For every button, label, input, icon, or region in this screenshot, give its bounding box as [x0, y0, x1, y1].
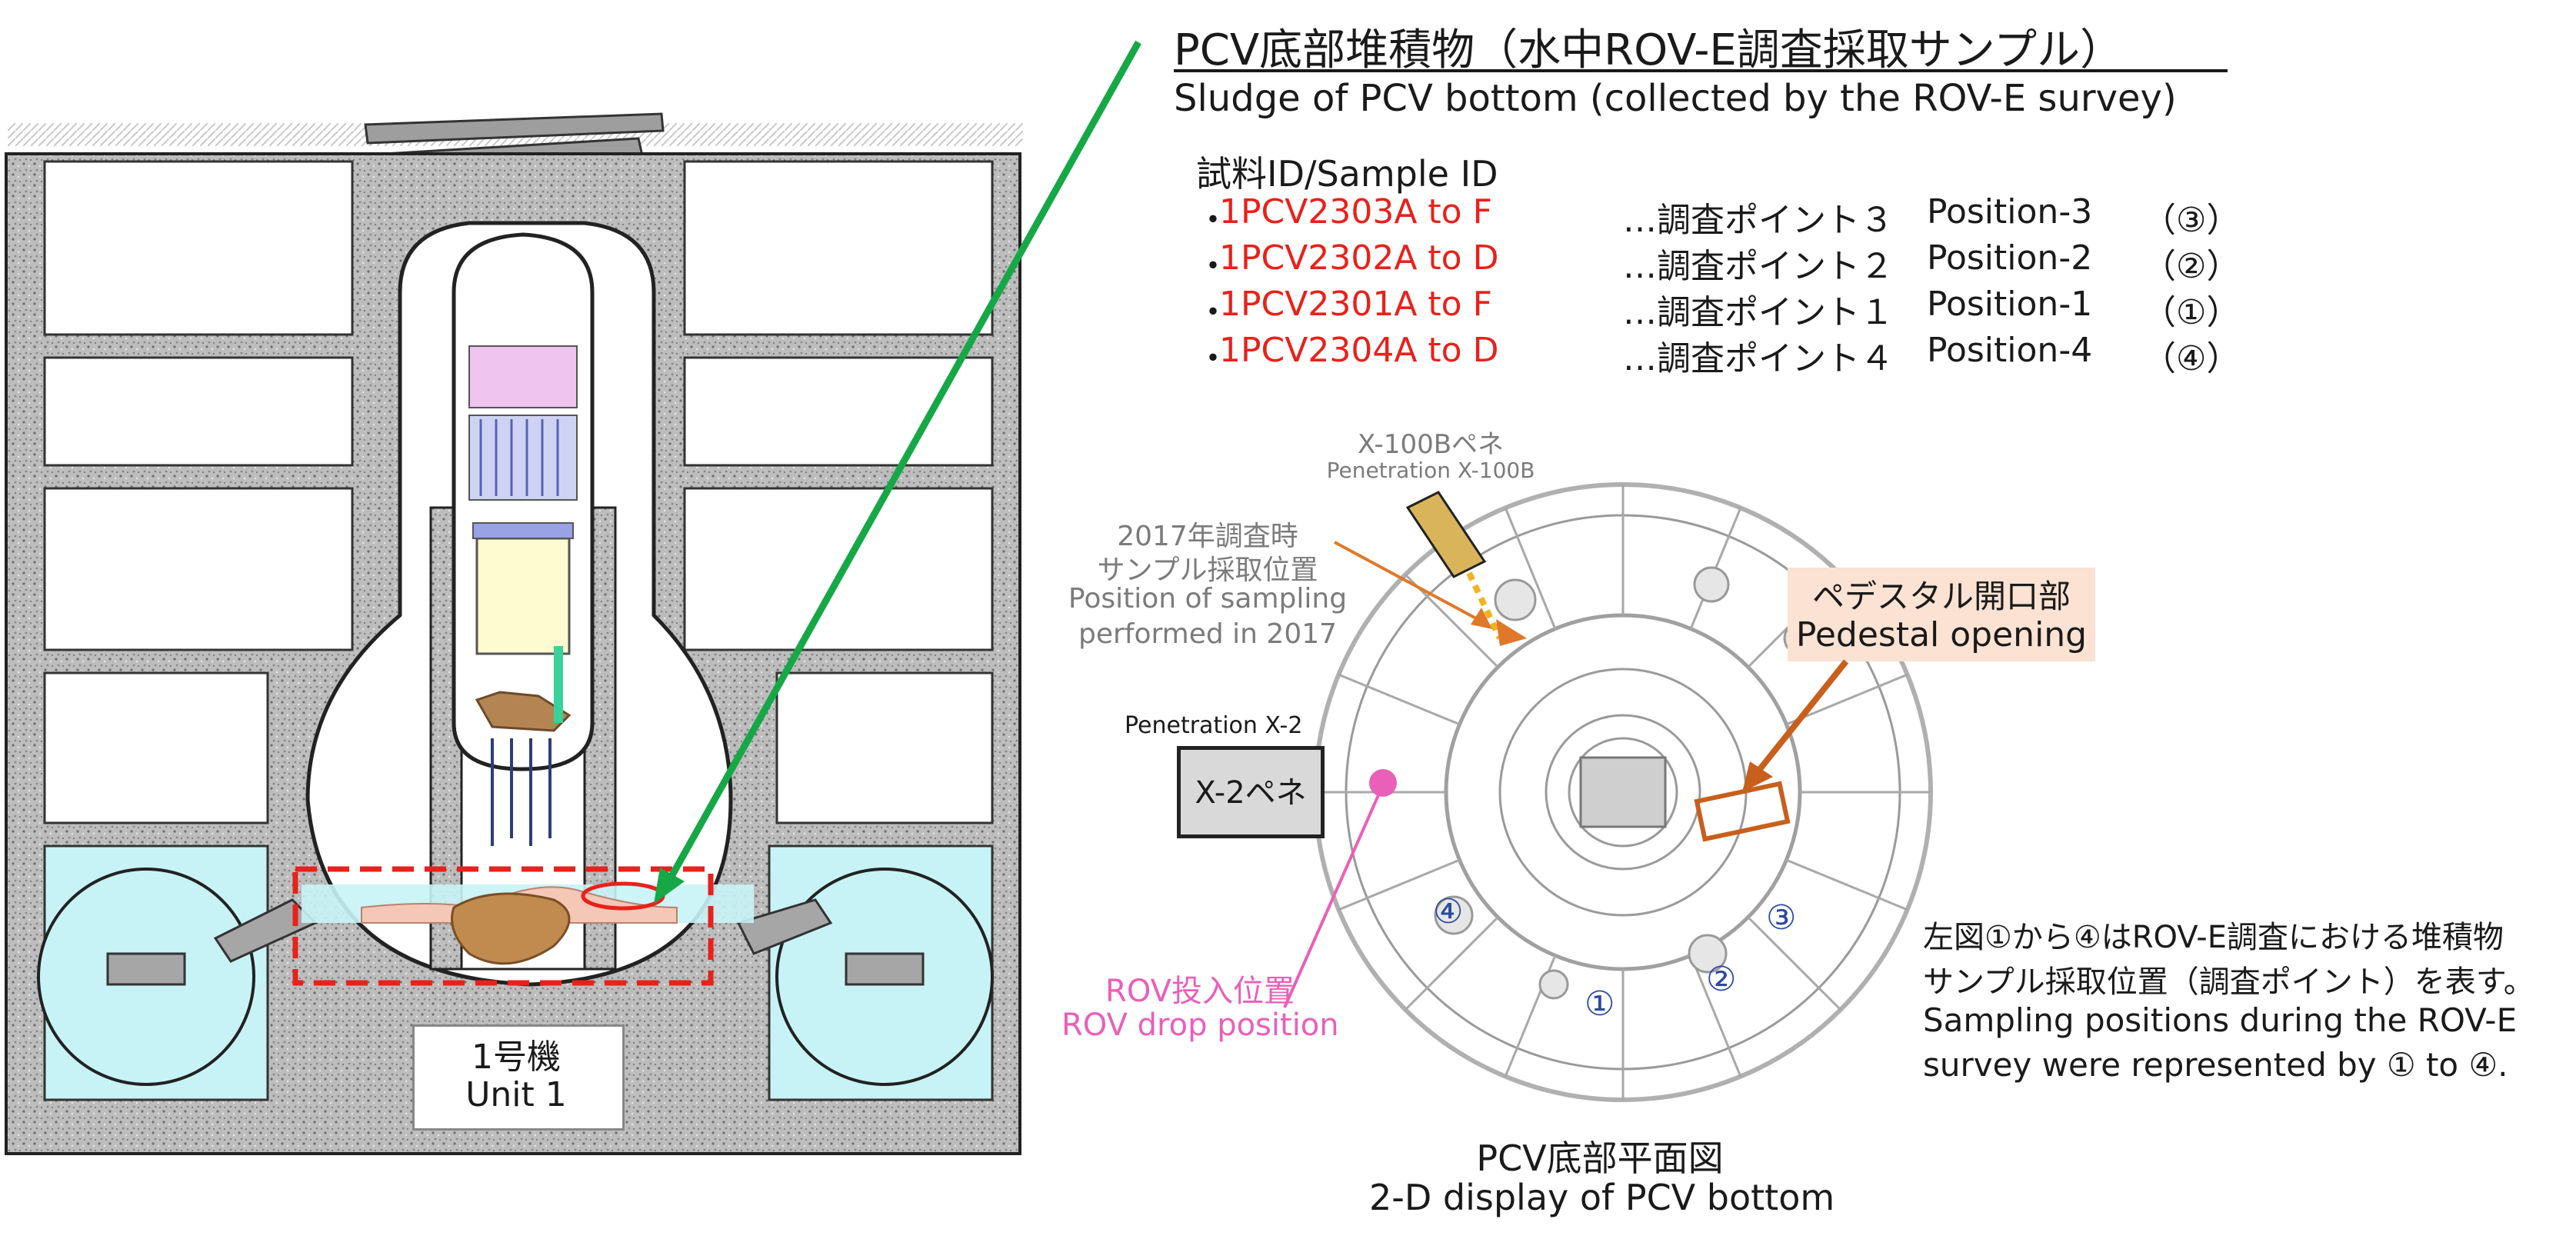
survey-zone: [292, 866, 714, 986]
x2-label: Penetration X-2: [1125, 712, 1303, 739]
sample-point: …調査ポイント３: [1623, 201, 1894, 240]
x100b-penetration-pipe: [1405, 491, 1527, 646]
position-marker-3: ③: [1766, 898, 1797, 938]
x2-penetration-box: [1177, 746, 1325, 838]
sample-point: …調査ポイント４: [1623, 339, 1894, 378]
pedestal-opening-box: [1788, 568, 2095, 661]
pedestal-opening-en: Pedestal opening: [1795, 615, 2088, 654]
note-jp2: サンプル採取位置（調査ポイント）を表す。: [1923, 964, 2534, 1000]
sample2017-jp1: 2017年調査時: [1117, 521, 1298, 552]
x2-box-label: X-2ペネ: [1195, 775, 1307, 811]
sample-mark: （①）: [2142, 293, 2241, 332]
sample-id: 1PCV2304A to D: [1219, 331, 1499, 370]
pedestal-opening-arrow: [1694, 659, 1849, 842]
sample-row: ・ 1PCV2303A to F …調査ポイント３ Position-3 （③）: [1196, 192, 2241, 240]
unit-label-en: Unit 1: [465, 1075, 567, 1114]
rov-drop-jp: ROV投入位置: [1105, 974, 1295, 1009]
sample-row: ・ 1PCV2304A to D …調査ポイント４ Position-4 （④）: [1196, 331, 2241, 378]
plan-caption-jp: PCV底部平面図: [1476, 1137, 1724, 1179]
title-jp: PCV底部堆積物（水中ROV-E調査採取サンプル）: [1174, 25, 2124, 75]
sample-point: …調査ポイント１: [1623, 293, 1894, 332]
reactor-pressure-vessel: [452, 232, 595, 846]
plan-caption-en: 2-D display of PCV bottom: [1369, 1177, 1835, 1218]
sample-id: 1PCV2301A to F: [1219, 285, 1492, 324]
sample-mark: （④）: [2142, 339, 2241, 378]
sample-position: Position-2: [1927, 238, 2093, 278]
note-en2: survey were represented by ① to ④.: [1923, 1046, 2508, 1084]
position-marker-1: ①: [1585, 984, 1615, 1024]
sample2017-en1: Position of sampling: [1068, 583, 1348, 615]
sample-point: …調査ポイント２: [1623, 247, 1894, 286]
sample-id: 1PCV2303A to F: [1219, 192, 1492, 231]
unit-label-jp: 1号機: [472, 1037, 561, 1077]
sample-position: Position-4: [1927, 331, 2093, 370]
title-underline: [1174, 69, 2228, 72]
note-jp1: 左図①から④はROV-E調査における堆積物: [1923, 920, 2504, 955]
pedestal-opening-jp: ペデスタル開口部: [1811, 578, 2071, 615]
sample2017-jp2: サンプル採取位置: [1097, 555, 1318, 586]
unit-label-box: [412, 1024, 625, 1131]
position-marker-4: ④: [1433, 892, 1464, 931]
x100b-label-jp: X-100Bペネ: [1357, 429, 1505, 460]
sample-mark: （②）: [2142, 247, 2241, 286]
sample-position: Position-1: [1927, 285, 2093, 324]
x100b-label-en: Penetration X-100B: [1326, 458, 1535, 483]
sample-position: Position-3: [1927, 192, 2093, 231]
sample2017-en2: performed in 2017: [1078, 618, 1338, 650]
sample-row: ・ 1PCV2302A to D …調査ポイント２ Position-2 （②）: [1196, 238, 2241, 286]
note-en1: Sampling positions during the ROV-E: [1923, 1001, 2518, 1039]
sample2017-arrow: [1334, 541, 1492, 629]
rov-drop-en: ROV drop position: [1061, 1008, 1339, 1043]
rov-drop-marker: [1283, 769, 1397, 1008]
reactor-cross-section: [5, 112, 1023, 1155]
sample-row: ・ 1PCV2301A to F …調査ポイント１ Position-1 （①）: [1196, 285, 2241, 332]
sample-header: 試料ID/Sample ID: [1196, 153, 1498, 195]
sample-mark: （③）: [2142, 201, 2241, 240]
position-marker-2: ②: [1706, 960, 1737, 999]
sample-id: 1PCV2302A to D: [1219, 238, 1499, 278]
title-en: Sludge of PCV bottom (collected by the R…: [1174, 77, 2177, 120]
